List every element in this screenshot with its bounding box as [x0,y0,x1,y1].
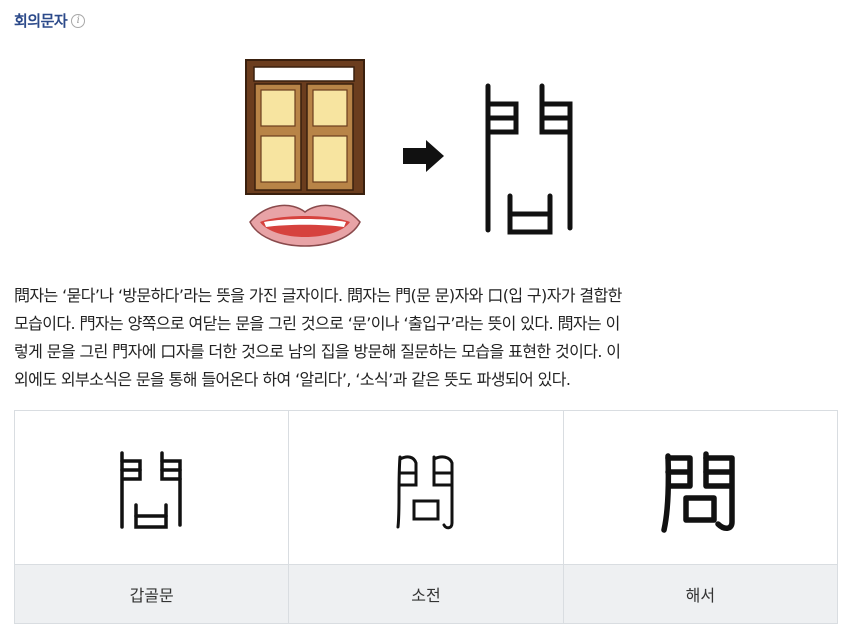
description-line: 모습이다. 門자는 양쪽으로 여닫는 문을 그린 것으로 ‘문’이나 ‘출입구’… [14,314,620,333]
character-description: 問자는 ‘묻다’나 ‘방문하다’라는 뜻을 가진 글자이다. 問자는 門(문 문… [14,282,836,394]
regular-script-glyph [661,450,736,533]
regular-script-glyph-cell [562,410,839,565]
door-and-mouth-picture [245,59,365,247]
arrow-right-icon [403,140,444,172]
glyph-row [13,410,839,565]
description-line: 외에도 외부소식은 문을 통해 들어온다 하여 ‘알리다’, ‘소식’과 같은 … [14,370,571,389]
section-title: 회의문자 [14,12,68,30]
script-label-oracle-bone: 갑골문 [13,564,290,624]
small-seal-glyph [396,454,454,529]
oracle-bone-glyph-cell [13,410,290,565]
label-row: 갑골문 소전 해서 [13,564,839,624]
script-forms-table: 갑골문 소전 해서 [13,410,839,624]
oracle-bone-glyph [119,450,182,529]
description-line: 렇게 문을 그린 門자에 口자를 더한 것으로 남의 집을 방문해 질문하는 모… [14,342,621,361]
script-label-small-seal: 소전 [288,564,564,624]
info-circle-icon[interactable]: i [71,13,86,28]
result-character-drawing [485,83,573,235]
description-line: 問자는 ‘묻다’나 ‘방문하다’라는 뜻을 가진 글자이다. 問자는 門(문 문… [14,286,622,305]
section-header: 회의문자 i [14,10,86,31]
script-label-regular: 해서 [562,564,839,624]
character-origin-illustration [245,59,573,247]
small-seal-glyph-cell [288,410,564,565]
